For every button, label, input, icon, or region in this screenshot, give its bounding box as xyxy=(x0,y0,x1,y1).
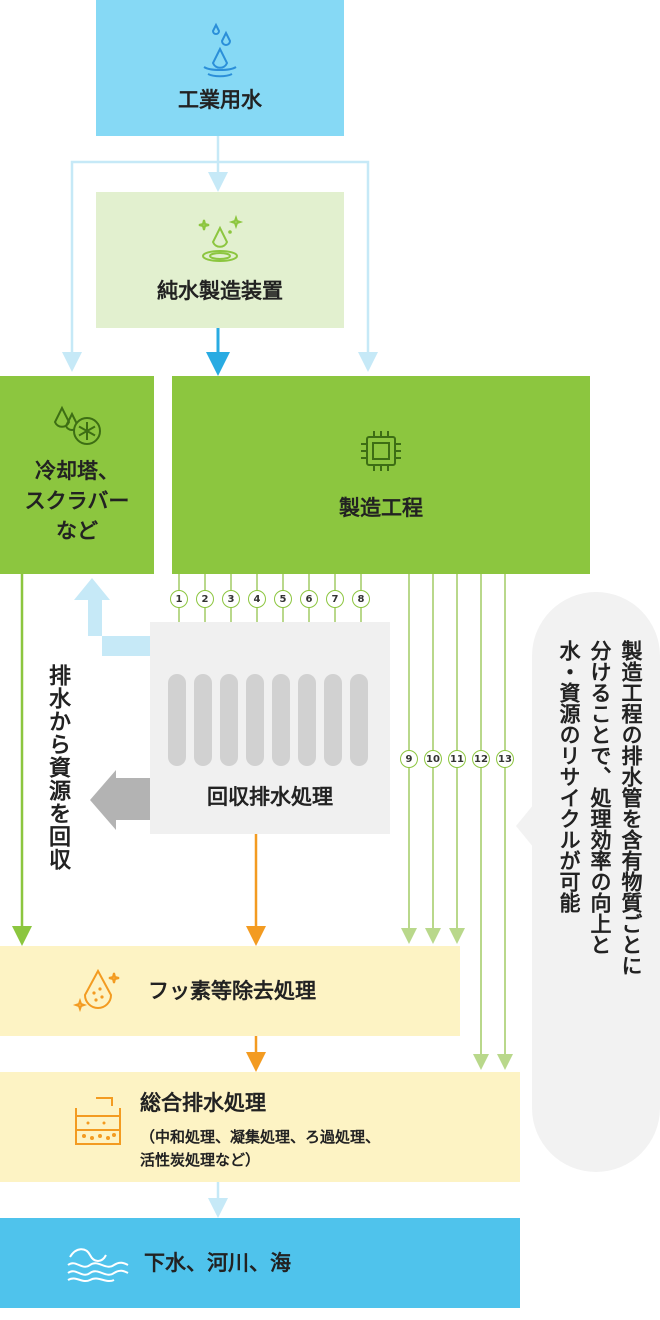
general-treatment-label: 総合排水処理 xyxy=(140,1091,266,1115)
tank-columns-icon xyxy=(168,674,368,766)
pipe-badge: 8 xyxy=(352,590,370,608)
pipe-badge: 11 xyxy=(448,750,466,768)
discharge-box: 下水、河川、海 xyxy=(0,1218,520,1308)
drop-sparkle-icon xyxy=(72,968,120,1013)
treatment-tank-icon xyxy=(75,1097,121,1145)
industrial-water-label: 工業用水 xyxy=(178,88,262,112)
pipe-badge: 13 xyxy=(496,750,514,768)
cooling-tower-line1: 冷却塔、 xyxy=(34,459,119,483)
pipe-badge: 10 xyxy=(424,750,442,768)
supply-lines xyxy=(62,136,378,1218)
callout-line2: 分けることで、処理効率の向上と xyxy=(588,640,612,955)
pipe-badge: 6 xyxy=(300,590,318,608)
pure-water-label: 純水製造装置 xyxy=(157,279,283,303)
general-treatment-note2: 活性炭処理など） xyxy=(140,1151,261,1169)
manufacturing-label: 製造工程 xyxy=(339,496,423,520)
general-treatment-note1: （中和処理、凝集処理、ろ過処理、 xyxy=(140,1128,381,1146)
cooling-tower-label: 冷却塔、 スクラバー など xyxy=(25,456,130,546)
water-drops-icon xyxy=(203,22,237,78)
recovery-box: 回収排水処理 xyxy=(150,622,390,834)
cooling-tower-box: 冷却塔、 スクラバー など xyxy=(0,376,154,574)
recycle-arrow xyxy=(74,578,150,656)
recovery-label: 回収排水処理 xyxy=(207,785,333,809)
pipe-badge: 3 xyxy=(222,590,240,608)
pipe-badge: 1 xyxy=(170,590,188,608)
pipe-badge: 2 xyxy=(196,590,214,608)
callout-line1: 製造工程の排水管を含有物質ごとに xyxy=(619,640,643,976)
pipe-badge: 5 xyxy=(274,590,292,608)
callout-line3: 水・資源のリサイクルが可能 xyxy=(557,640,581,913)
manufacturing-box: 製造工程 xyxy=(172,376,590,574)
cooling-tower-line3: など xyxy=(55,519,98,543)
pipe-badge: 12 xyxy=(472,750,490,768)
pipe-badge: 7 xyxy=(326,590,344,608)
resource-recovery-label: 排水から資源を回収 xyxy=(45,664,70,871)
fluoride-box: フッ素等除去処理 xyxy=(0,946,460,1036)
callout-bubble: 製造工程の排水管を含有物質ごとに 分けることで、処理効率の向上と 水・資源のリサ… xyxy=(546,640,646,1140)
chip-icon xyxy=(361,431,401,471)
industrial-water-box: 工業用水 xyxy=(96,0,344,136)
sparkle-drop-icon xyxy=(198,214,244,262)
discharge-label: 下水、河川、海 xyxy=(144,1251,291,1275)
waves-icon xyxy=(67,1248,129,1282)
pipe-badge: 4 xyxy=(248,590,266,608)
cooling-tower-line2: スクラバー xyxy=(24,489,130,513)
resource-recovery-arrow xyxy=(90,770,150,830)
fluoride-label: フッ素等除去処理 xyxy=(148,979,316,1003)
pure-water-box: 純水製造装置 xyxy=(96,192,344,328)
general-treatment-box: 総合排水処理 （中和処理、凝集処理、ろ過処理、 活性炭処理など） xyxy=(0,1072,520,1182)
drop-snowflake-icon xyxy=(53,405,101,445)
pipe-badge: 9 xyxy=(400,750,418,768)
